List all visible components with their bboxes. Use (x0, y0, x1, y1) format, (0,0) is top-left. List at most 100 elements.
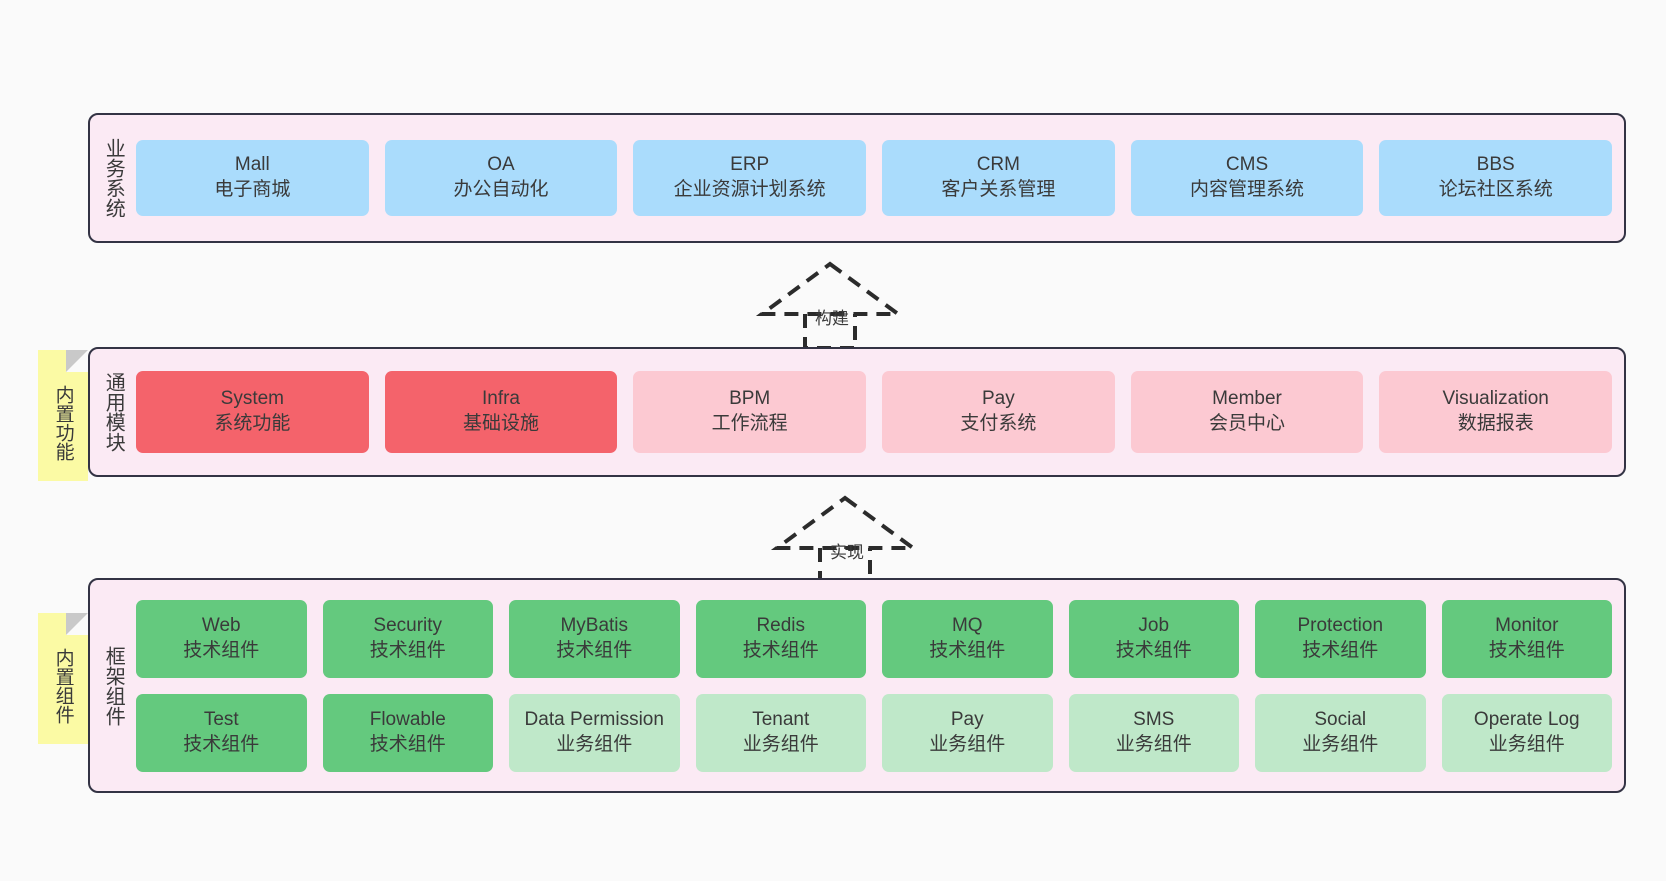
card-bpm[interactable]: BPM 工作流程 (633, 371, 867, 453)
card-title: MQ (951, 614, 983, 636)
card-title: ERP (730, 154, 770, 176)
layer-business-system: 业务系统 Mall 电子商城 OA 办公自动化 ERP 企业资源计划系统 CRM… (88, 113, 1626, 243)
card-member[interactable]: Member 会员中心 (1130, 371, 1364, 453)
card-subtitle: 技术组件 (1115, 639, 1192, 661)
card-title: CRM (976, 154, 1020, 176)
card-title: BPM (729, 388, 771, 410)
card-title: CMS (1225, 154, 1269, 176)
card-subtitle: 技术组件 (929, 639, 1006, 661)
layer-framework-component: 框架组件 Web 技术组件 Security 技术组件 MyBatis 技术组件… (88, 578, 1626, 793)
card-title: SMS (1133, 708, 1175, 730)
card-subtitle: 技术组件 (183, 733, 260, 755)
card-subtitle: 客户关系管理 (941, 179, 1056, 200)
card-subtitle: 业务组件 (1488, 733, 1565, 755)
card-subtitle: 业务组件 (1115, 733, 1192, 755)
layer-body-business-system: Mall 电子商城 OA 办公自动化 ERP 企业资源计划系统 CRM 客户关系… (136, 115, 1624, 241)
card-security[interactable]: Security 技术组件 (322, 599, 493, 678)
card-subtitle: 支付系统 (960, 413, 1037, 434)
card-web[interactable]: Web 技术组件 (136, 599, 307, 678)
card-title: Member (1212, 388, 1282, 410)
card-subtitle: 技术组件 (369, 639, 446, 661)
card-subtitle: 会员中心 (1209, 413, 1286, 434)
layer-title-business-system: 业务系统 (102, 138, 125, 218)
card-row: Test 技术组件 Flowable 技术组件 Data Permission … (136, 693, 1612, 772)
note-label: 内置功能 (52, 384, 74, 461)
card-redis[interactable]: Redis 技术组件 (695, 599, 866, 678)
card-system[interactable]: System 系统功能 (136, 371, 369, 453)
layer-body-common-module: System 系统功能 Infra 基础设施 BPM 工作流程 Pay 支付系统… (136, 349, 1624, 475)
card-subtitle: 技术组件 (556, 639, 633, 661)
card-subtitle: 技术组件 (369, 733, 446, 755)
connector-implement-label: 实现 (830, 543, 864, 562)
card-title: Visualization (1442, 388, 1549, 410)
card-subtitle: 业务组件 (929, 733, 1006, 755)
card-subtitle: 系统功能 (214, 413, 291, 434)
card-test[interactable]: Test 技术组件 (136, 693, 307, 772)
card-monitor[interactable]: Monitor 技术组件 (1441, 599, 1612, 678)
card-social[interactable]: Social 业务组件 (1255, 693, 1426, 772)
layer-title-framework-component: 框架组件 (102, 645, 125, 726)
card-title: Data Permission (524, 708, 664, 730)
card-visualization[interactable]: Visualization 数据报表 (1379, 371, 1613, 453)
card-mall[interactable]: Mall 电子商城 (136, 140, 369, 216)
card-title: Test (203, 708, 239, 730)
card-title: Tenant (752, 708, 810, 730)
card-pay-module[interactable]: Pay 支付系统 (882, 371, 1115, 453)
card-title: BBS (1476, 154, 1515, 176)
card-title: OA (487, 154, 515, 176)
card-operate-log[interactable]: Operate Log 业务组件 (1441, 693, 1612, 772)
card-title: Protection (1297, 614, 1384, 636)
card-title: MyBatis (560, 614, 629, 636)
card-row: System 系统功能 Infra 基础设施 BPM 工作流程 Pay 支付系统… (136, 371, 1613, 453)
card-flowable[interactable]: Flowable 技术组件 (322, 693, 493, 772)
card-title: Mall (234, 154, 270, 176)
card-title: System (220, 388, 285, 410)
connector-build-label: 构建 (815, 309, 849, 328)
card-subtitle: 内容管理系统 (1190, 179, 1305, 200)
note-label: 内置组件 (52, 647, 74, 724)
card-subtitle: 技术组件 (1488, 639, 1565, 661)
layer-body-framework-component: Web 技术组件 Security 技术组件 MyBatis 技术组件 Redi… (136, 580, 1624, 791)
card-bbs[interactable]: BBS 论坛社区系统 (1379, 140, 1613, 216)
card-subtitle: 电子商城 (214, 179, 291, 200)
card-mybatis[interactable]: MyBatis 技术组件 (509, 599, 680, 678)
card-oa[interactable]: OA 办公自动化 (384, 140, 618, 216)
card-title: Operate Log (1473, 708, 1580, 730)
card-title: Web (201, 614, 241, 636)
card-data-permission[interactable]: Data Permission 业务组件 (509, 693, 680, 772)
card-cms[interactable]: CMS 内容管理系统 (1130, 140, 1364, 216)
card-title: Infra (481, 388, 521, 410)
card-subtitle: 业务组件 (556, 733, 633, 755)
card-pay-component[interactable]: Pay 业务组件 (882, 693, 1053, 772)
connector-implement: 实现 (770, 492, 920, 584)
card-title: Monitor (1495, 614, 1559, 636)
card-crm[interactable]: CRM 客户关系管理 (882, 140, 1115, 216)
card-protection[interactable]: Protection 技术组件 (1255, 599, 1426, 678)
card-sms[interactable]: SMS 业务组件 (1068, 693, 1239, 772)
card-subtitle: 技术组件 (742, 639, 819, 661)
card-title: Social (1314, 708, 1367, 730)
layer-common-module: 通用模块 System 系统功能 Infra 基础设施 BPM 工作流程 Pay… (88, 347, 1626, 477)
card-title: Pay (981, 388, 1015, 410)
card-infra[interactable]: Infra 基础设施 (384, 371, 618, 453)
card-subtitle: 技术组件 (183, 639, 260, 661)
card-erp[interactable]: ERP 企业资源计划系统 (633, 140, 867, 216)
card-tenant[interactable]: Tenant 业务组件 (695, 693, 866, 772)
card-subtitle: 办公自动化 (453, 179, 549, 200)
card-subtitle: 数据报表 (1457, 413, 1534, 434)
card-title: Flowable (369, 708, 446, 730)
card-job[interactable]: Job 技术组件 (1068, 599, 1239, 678)
card-subtitle: 企业资源计划系统 (673, 179, 826, 200)
note-builtin-component: 内置组件 (38, 613, 88, 744)
card-row: Web 技术组件 Security 技术组件 MyBatis 技术组件 Redi… (136, 599, 1612, 678)
layer-title-common-module: 通用模块 (102, 372, 125, 452)
card-subtitle: 业务组件 (742, 733, 819, 755)
card-title: Security (373, 614, 443, 636)
card-subtitle: 业务组件 (1302, 733, 1379, 755)
card-mq[interactable]: MQ 技术组件 (882, 599, 1053, 678)
card-subtitle: 基础设施 (463, 413, 540, 434)
card-title: Job (1138, 614, 1170, 636)
note-builtin-function: 内置功能 (38, 350, 88, 481)
connector-build: 构建 (755, 258, 905, 350)
